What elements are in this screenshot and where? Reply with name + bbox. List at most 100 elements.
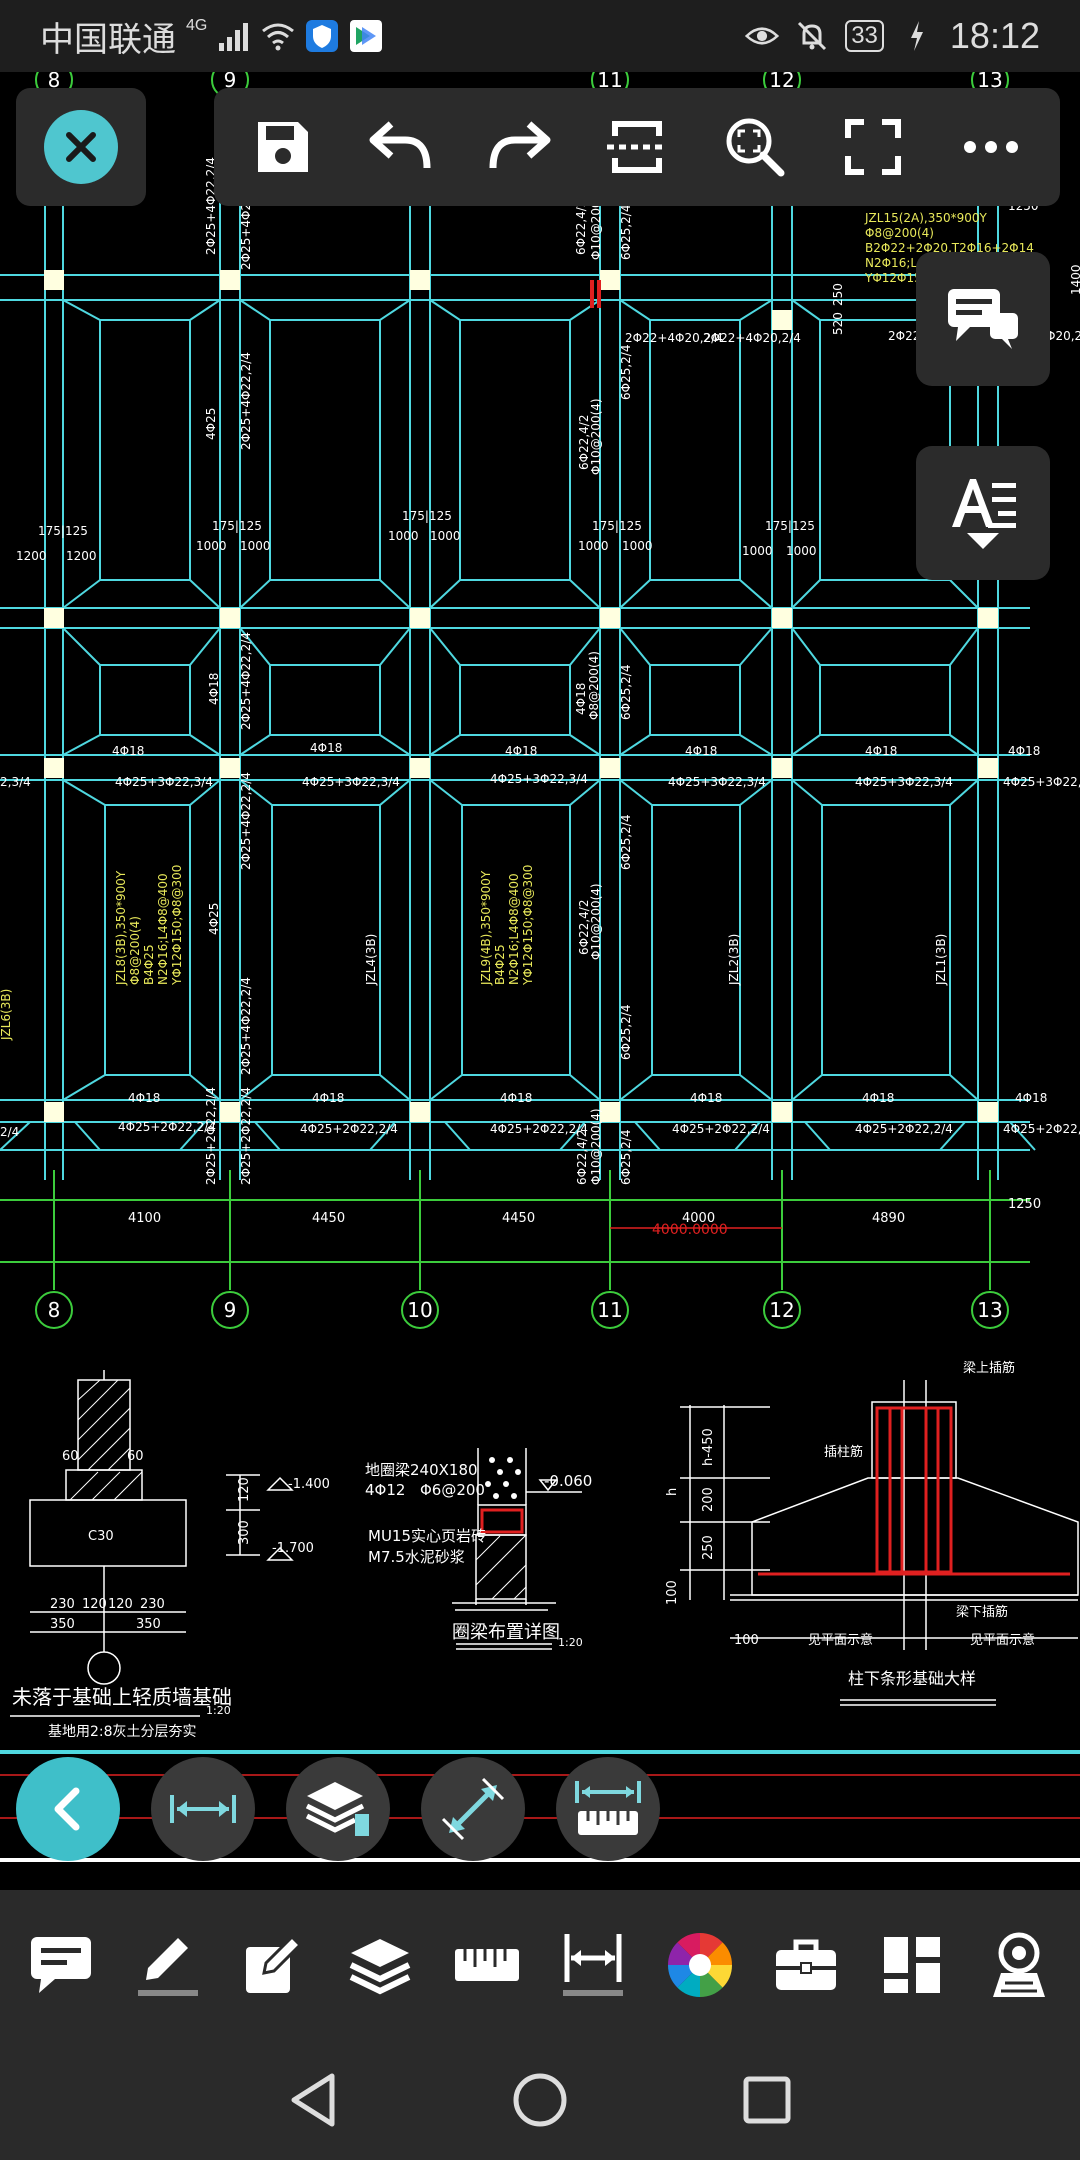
red-markers <box>590 280 601 308</box>
align-measure-button[interactable] <box>421 1757 525 1861</box>
toolbox-icon <box>775 1939 836 1990</box>
nav-home-button[interactable] <box>500 2060 580 2140</box>
beam-label-v2b: 4Φ25 <box>207 903 221 935</box>
scale-ruler-button[interactable] <box>556 1757 660 1861</box>
nav-back-button[interactable] <box>273 2060 353 2140</box>
main-toolbar <box>0 1890 1080 2040</box>
rebar-annotations: 4Φ18 4Φ18 4Φ18 4Φ18 4Φ18 4Φ18 2,3/4 4Φ25… <box>0 157 1080 1185</box>
cad-drawing[interactable]: JZL15(2A),350*900Y Φ8@200(4) B2Φ22+2Φ20,… <box>0 72 1080 1892</box>
zoom-extent-button[interactable] <box>710 102 800 192</box>
beam-label-mid4: 4Φ18 <box>685 744 717 758</box>
upper-dim-d2: 2Φ22+4Φ20,2/4 <box>703 331 801 345</box>
back-nav-icon <box>291 2073 335 2127</box>
beam-label-top3: 4Φ25+3Φ22,3/4 <box>490 772 588 786</box>
zoom-extent-icon <box>726 118 785 177</box>
brick-dots <box>485 1457 521 1499</box>
beam-label-mid8: 4Φ18 <box>312 1091 344 1105</box>
top-toolbar <box>214 88 1060 206</box>
dim-300: 300 <box>237 1520 252 1545</box>
split-screen-button[interactable] <box>592 102 682 192</box>
axis-top-label-13: 13 <box>977 72 1002 92</box>
beam-label-v6b: Φ10@200(4) <box>589 398 603 475</box>
beam-label-mid12: 4Φ18 <box>1015 1091 1047 1105</box>
beam-label-mid2: 4Φ18 <box>310 741 342 755</box>
back-icon <box>54 1787 80 1831</box>
ring-beam-stirrup: Φ6@200 <box>420 1481 485 1499</box>
annotation-button[interactable] <box>11 1915 111 2015</box>
upper-dim-d3-1: 175|125 <box>38 524 88 538</box>
cloud-button[interactable] <box>969 1915 1069 2015</box>
dim-60b: 60 <box>127 1449 144 1464</box>
ruler-button[interactable] <box>437 1915 537 2015</box>
align-measure-icon <box>441 1777 505 1841</box>
strip-dim-h450: h-450 <box>701 1428 716 1466</box>
grid-view-button[interactable] <box>862 1915 962 2015</box>
beam-label-bot4: 4Φ25+2Φ22,2/4 <box>672 1122 770 1136</box>
app-badge-icon <box>350 20 383 52</box>
more-button[interactable] <box>946 102 1036 192</box>
toolbox-button[interactable] <box>756 1915 856 2015</box>
beam-label-top5: 4Φ25+3Φ22,3/4 <box>855 775 953 789</box>
spec-l1: Φ8@200(4) <box>865 226 934 240</box>
upper-dim-d5-7: 1000 <box>742 544 773 558</box>
strip-title: 柱下条形基础大样 <box>848 1669 976 1688</box>
home-nav-icon <box>513 2073 567 2127</box>
signal-icon <box>219 23 249 51</box>
save-icon <box>258 122 308 172</box>
undo-button[interactable] <box>356 102 446 192</box>
color-wheel-icon <box>667 1933 732 1997</box>
fullscreen-button[interactable] <box>828 102 918 192</box>
measure-distance-button[interactable] <box>151 1757 255 1861</box>
column-nodes <box>44 270 998 1122</box>
scale-ruler-icon <box>575 1781 641 1835</box>
upper-dim-d3-4: 175|125 <box>592 519 642 533</box>
upper-dim-d12: Φ20,2 <box>1046 329 1080 343</box>
detail-left-scale: 1:20 <box>206 1704 231 1717</box>
ring-beam-scale: 1:20 <box>558 1636 583 1649</box>
close-button[interactable] <box>44 110 118 184</box>
recent-nav-icon <box>743 2076 791 2124</box>
layers-button[interactable] <box>286 1757 390 1861</box>
status-bar: 中国联通 4G 33 18:12 <box>0 0 1080 72</box>
strip-dim-h: h <box>665 1488 680 1496</box>
strip-dim-250: 250 <box>701 1535 716 1560</box>
beam-label-v12a: Φ8@200(4) <box>587 651 601 720</box>
upper-dim-d4-2: 1200 <box>66 549 97 563</box>
detail-wall-foundation: C30 60 60 230 120 120 230 350 350 -1.400… <box>10 1370 330 1740</box>
axis-label-10: 10 <box>407 1298 432 1322</box>
beam-label-bot5: 4Φ25+2Φ22,2/4 <box>855 1122 953 1136</box>
beam-label-mid3: 4Φ18 <box>505 744 537 758</box>
beam-label-v4e: 6Φ25,2/4 <box>619 1005 633 1060</box>
beam-label-bot1: 4Φ25+2Φ22,2/4 <box>118 1120 216 1134</box>
axis-label-8: 8 <box>48 1298 61 1322</box>
save-button[interactable] <box>238 102 328 192</box>
shield-app-icon <box>306 20 339 52</box>
layer-icon <box>350 1939 411 1995</box>
clock: 18:12 <box>949 15 1040 56</box>
ring-beam-spec: 地圈梁240X180 <box>365 1461 478 1479</box>
strip-note-3: 梁下插筋 <box>956 1604 1008 1620</box>
redo-button[interactable] <box>474 102 564 192</box>
color-wheel-button[interactable] <box>650 1915 750 2015</box>
spec-v2-3: YΦ12Φ150;Φ8@300 <box>521 865 535 986</box>
cad-drawing-canvas[interactable]: JZL15(2A),350*900Y Φ8@200(4) B2Φ22+2Φ20,… <box>0 72 1080 1892</box>
edit-button[interactable] <box>224 1915 324 2015</box>
detail-left-note: 基地用2:8灰土分层夯实 <box>48 1723 197 1740</box>
strip-note-2: 插柱筋 <box>824 1444 863 1460</box>
comment-button[interactable] <box>916 252 1050 386</box>
red-measure-label: 4000.0000 <box>652 1222 728 1238</box>
dimension-button[interactable] <box>543 1915 643 2015</box>
pen-button[interactable] <box>118 1915 218 2015</box>
dim-350b: 350 <box>136 1617 161 1632</box>
back-button[interactable] <box>16 1757 120 1861</box>
status-right: 33 18:12 <box>745 15 1040 57</box>
upper-dim-d5-4: 1000 <box>430 529 461 543</box>
text-style-button[interactable] <box>916 446 1050 580</box>
dim-230a: 230 <box>50 1597 75 1612</box>
layer-button[interactable] <box>330 1915 430 2015</box>
nav-bar <box>0 2040 1080 2160</box>
nav-recent-button[interactable] <box>727 2060 807 2140</box>
upper-dim-d1: 2Φ22+4Φ20,2/4 <box>625 331 723 345</box>
span-labels: 4100 4450 4450 4000 4890 1250 <box>128 1197 1041 1226</box>
ring-beam-rebar-label: 4Φ12 <box>365 1481 405 1499</box>
